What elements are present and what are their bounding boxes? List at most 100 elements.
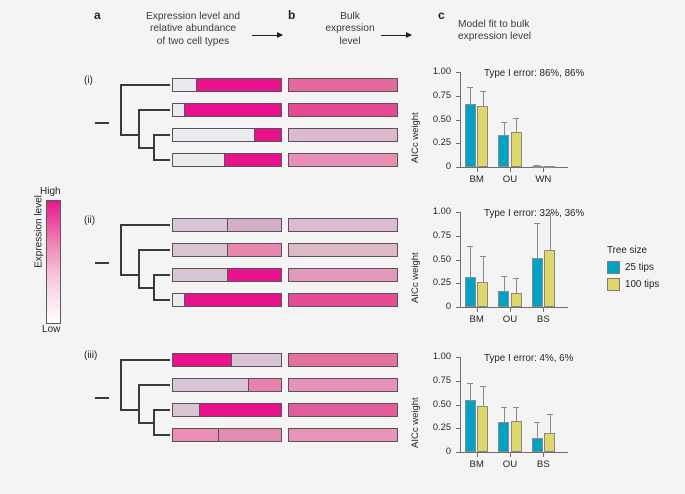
error-bar-cap — [479, 91, 486, 92]
x-tick-label: BM — [469, 459, 484, 470]
error-bar — [503, 121, 505, 136]
panel-c-title-line1: Model fit to bulk — [458, 19, 530, 30]
composition-segment — [226, 244, 281, 256]
error-bar — [503, 407, 505, 422]
composition-segment — [173, 354, 232, 366]
chart-bar — [498, 290, 510, 307]
error-bar — [516, 406, 518, 421]
panel-a-title-line2: relative abundance — [149, 23, 237, 35]
composition-bar — [172, 128, 282, 142]
x-tick-label: BS — [536, 314, 550, 325]
chart-bar — [510, 132, 522, 167]
y-tick-label: 1.00 — [432, 66, 451, 76]
panel-a-title-line1: Expression level and — [145, 11, 240, 22]
error-bar — [503, 275, 505, 291]
arrow-b-to-c — [381, 31, 412, 38]
chart-bar — [531, 257, 543, 307]
composition-segment — [173, 269, 227, 281]
chart-bar — [464, 103, 476, 167]
y-tick-mark — [456, 428, 460, 430]
tree-branch-tip2 — [138, 249, 170, 251]
panel-a-title: Expression level and relative abundance … — [118, 11, 268, 48]
y-tick-mark — [456, 259, 460, 261]
tree-branch-tip2 — [138, 109, 170, 111]
bulk-expression-bar — [288, 78, 398, 92]
legend-swatch-25-tips — [607, 261, 620, 274]
bulk-expression-bar — [288, 128, 398, 142]
tree-vbar-1 — [120, 224, 122, 276]
composition-segment — [248, 379, 281, 391]
chart-title: Type I error: 4%, 6% — [484, 353, 574, 364]
y-tick-mark — [456, 380, 460, 382]
x-tick-mark — [510, 308, 511, 312]
y-tick-mark — [456, 307, 460, 308]
error-bar — [482, 91, 484, 107]
y-axis-line — [460, 72, 461, 167]
composition-bar — [172, 243, 282, 257]
panel-a-title-line3: of two cell types — [156, 35, 230, 47]
tree-vbar-1 — [120, 84, 122, 136]
bulk-expression-bar — [288, 268, 398, 282]
error-bar-cap — [546, 166, 553, 168]
bulk-expression-bar — [288, 378, 398, 392]
y-tick-label: 0.75 — [432, 229, 451, 240]
error-bar — [549, 414, 551, 433]
legend-label-25-tips: 25 tips — [625, 262, 654, 273]
colorbar-gradient — [46, 200, 61, 324]
chart-title: Type I error: 32%, 36% — [484, 208, 585, 219]
y-axis-label: AICc weight — [410, 252, 421, 303]
composition-bar — [172, 353, 282, 367]
x-tick-label: WN — [535, 174, 552, 185]
x-axis-line — [460, 307, 568, 308]
error-bar — [482, 386, 484, 407]
y-axis-label: AICc weight — [410, 112, 421, 163]
tree-branch-tip1 — [120, 359, 170, 361]
error-bar-cap — [534, 223, 541, 225]
tree-root-stem — [95, 396, 109, 399]
tree-root-stem — [95, 121, 109, 124]
colorbar-high-label: High — [40, 186, 61, 197]
legend-item-100-tips[interactable]: 100 tips — [607, 278, 659, 291]
error-bar-cap — [513, 406, 520, 408]
legend-item-25-tips[interactable]: 25 tips — [607, 261, 659, 274]
panel-b-title: Bulk expression level — [310, 11, 390, 48]
chart-bar — [477, 406, 489, 452]
composition-bar — [172, 103, 282, 117]
tree-branch-tip3 — [153, 134, 170, 136]
composition-segment — [223, 154, 281, 166]
error-bar-cap — [534, 165, 541, 167]
tree-branch-tip4 — [153, 159, 170, 161]
composition-bar — [172, 378, 282, 392]
y-tick-label: 0.50 — [432, 113, 451, 124]
tree-vbar-3 — [153, 134, 155, 161]
y-tick-mark — [456, 95, 460, 97]
error-bar-cap — [467, 383, 474, 385]
y-tick-mark — [456, 143, 460, 145]
bulk-expression-bar — [288, 428, 398, 442]
tree-internal-1 — [120, 409, 138, 411]
error-bar — [482, 255, 484, 283]
expression-level-colorbar: High Low Expression level — [20, 186, 78, 336]
y-tick-label: 0.50 — [432, 398, 451, 409]
composition-segment — [253, 129, 281, 141]
tree-vbar-3 — [153, 409, 155, 436]
chart-bar — [498, 421, 510, 452]
x-axis-line — [460, 452, 568, 453]
composition-segment — [184, 104, 281, 116]
x-tick-label: BM — [469, 314, 484, 325]
y-tick-mark — [456, 283, 460, 285]
x-tick-mark — [476, 308, 478, 312]
composition-bar — [172, 218, 282, 232]
legend-swatch-100-tips — [607, 278, 620, 291]
y-tick-label: 1.00 — [432, 206, 451, 216]
error-bar-cap — [479, 255, 486, 257]
composition-segment — [196, 79, 281, 91]
chart-bar — [531, 166, 543, 168]
tree-vbar-2 — [138, 109, 140, 149]
row-label-2: (ii) — [84, 215, 96, 226]
error-bar-cap — [546, 213, 553, 215]
composition-bar — [172, 153, 282, 167]
composition-segment — [173, 129, 254, 141]
y-tick-mark — [456, 119, 460, 121]
y-tick-label: 0 — [445, 446, 451, 456]
